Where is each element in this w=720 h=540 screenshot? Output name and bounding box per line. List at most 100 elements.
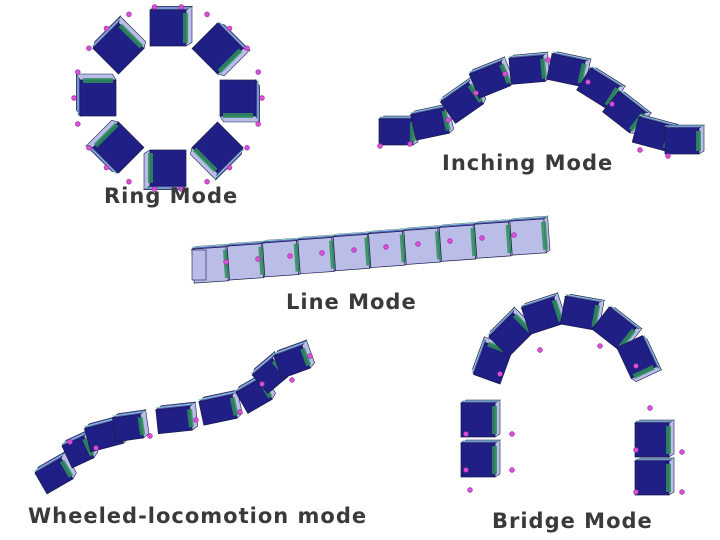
pin-joint [647, 405, 653, 411]
pin-joint [679, 449, 685, 455]
ring-mode-label: Ring Mode [104, 184, 239, 208]
wheeled-locomotion-robot [33, 339, 315, 495]
pin-joint [71, 95, 77, 101]
pin-joint [126, 11, 132, 18]
pin-joint [351, 247, 357, 253]
pin-joint [244, 45, 250, 51]
pin-joint [237, 409, 243, 415]
pin-joint [244, 145, 250, 151]
robot-module [633, 419, 676, 458]
pin-joint [467, 487, 473, 493]
pin-joint [126, 178, 132, 185]
pin-joint [226, 164, 233, 171]
pin-joint [103, 164, 110, 171]
pin-joint [633, 447, 639, 453]
robot-module [142, 149, 188, 191]
robot-module [75, 72, 117, 118]
pin-joint [537, 347, 543, 353]
pin-joint [319, 250, 325, 256]
robot-module [111, 409, 150, 443]
robot-module [663, 124, 706, 155]
pin-joint [445, 117, 451, 123]
pin-joint [193, 417, 199, 423]
bridge-mode-label: Bridge Mode [492, 509, 653, 533]
robot-module [226, 240, 268, 281]
pin-joint [633, 489, 639, 495]
pin-joint [223, 259, 229, 265]
pin-joint [75, 121, 81, 127]
robot-module [91, 15, 146, 75]
pin-joint [86, 145, 92, 151]
robot-module [402, 224, 445, 265]
pin-joint [463, 431, 469, 437]
pin-joint [151, 4, 158, 10]
wheeled-locomotion-mode-label: Wheeled-locomotion mode [28, 504, 368, 528]
pin-joint [75, 69, 81, 75]
robot-module [633, 457, 676, 496]
pin-joint [287, 253, 293, 259]
inching-mode-label: Inching Mode [442, 151, 614, 175]
pin-joint [259, 95, 265, 101]
robot-module [148, 5, 194, 47]
pin-joint [473, 90, 479, 96]
pin-joint [545, 57, 551, 63]
inching-mode-robot [377, 51, 706, 159]
pin-joint [204, 11, 210, 18]
pin-joint [502, 71, 508, 77]
pin-joint [609, 101, 615, 107]
robot-module [367, 228, 409, 268]
robot-module [616, 334, 663, 382]
pin-joint [447, 238, 453, 244]
robot-module [33, 451, 77, 495]
robot-module [507, 51, 551, 85]
pin-joint [511, 232, 517, 238]
robot-module [559, 293, 606, 331]
robot-module [190, 121, 245, 181]
pin-joint [463, 467, 469, 473]
pin-joint [633, 363, 639, 369]
robot-module [197, 389, 243, 426]
pin-joint [204, 178, 210, 185]
robot-module [459, 399, 502, 438]
pin-joint [289, 377, 295, 383]
pin-joint [151, 186, 158, 192]
pin-joint [255, 121, 261, 127]
pin-joint [637, 147, 643, 153]
robot-module [508, 215, 551, 256]
pin-joint [497, 371, 503, 377]
robot-module [296, 234, 339, 275]
pin-joint [415, 241, 421, 247]
robot-module [191, 21, 251, 76]
pin-joint [93, 445, 99, 451]
robot-module [85, 120, 145, 175]
pin-joint [679, 489, 685, 495]
pin-joint [67, 439, 73, 445]
pin-joint [479, 235, 485, 241]
pin-joint [407, 141, 413, 147]
pin-joint [147, 433, 153, 439]
robot-module [219, 78, 261, 124]
pin-joint [86, 45, 92, 51]
pin-joint [509, 467, 515, 473]
pin-joint [259, 381, 265, 387]
pin-joint [103, 25, 110, 32]
pin-joint [377, 143, 383, 149]
robot-module [261, 237, 303, 278]
robot-module [438, 221, 480, 262]
pin-joint [665, 153, 671, 159]
line-mode-label: Line Mode [286, 290, 417, 314]
pin-joint [178, 4, 185, 10]
line-mode-robot [190, 215, 551, 284]
pin-joint [178, 186, 185, 192]
pin-joint [585, 79, 591, 85]
pin-joint [255, 256, 261, 262]
ring-mode-robot [71, 4, 265, 192]
bridge-mode-robot [459, 292, 685, 496]
robot-module [546, 51, 592, 87]
robot-module [154, 401, 199, 435]
pin-joint [226, 25, 233, 32]
pin-joint [307, 353, 313, 359]
pin-joint [255, 69, 261, 75]
